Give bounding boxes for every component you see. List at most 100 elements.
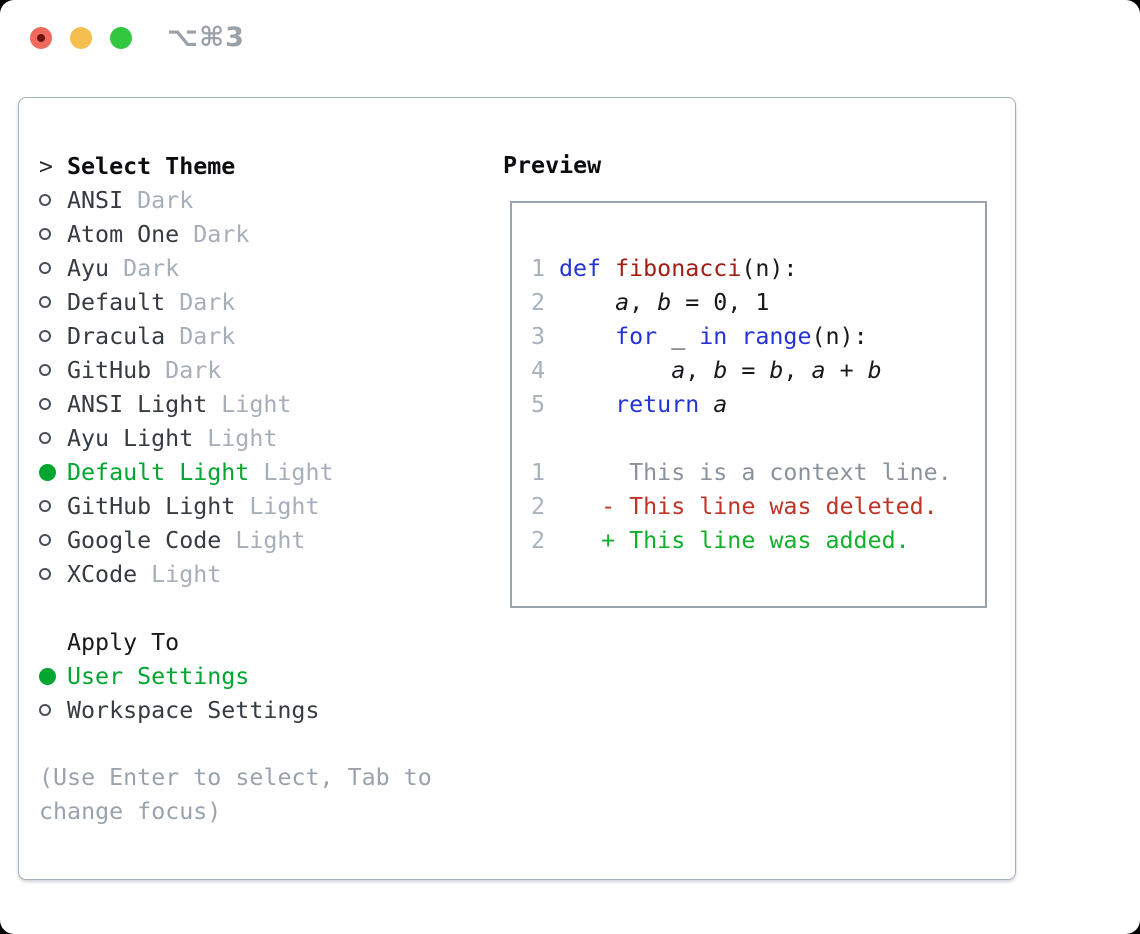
code-token-text: (n): xyxy=(811,323,868,350)
code-token-text xyxy=(559,391,615,418)
apply-option-workspace-settings[interactable]: Workspace Settings xyxy=(39,693,432,727)
code-token-text: (n): xyxy=(741,255,798,282)
code-token-deleted: - This line was deleted. xyxy=(559,493,938,520)
theme-option-atom-one-dark[interactable]: Atom One Dark xyxy=(39,217,432,251)
code-token-variable: a xyxy=(615,289,630,316)
theme-list-title: Select Theme xyxy=(67,152,236,180)
radio-marker xyxy=(39,262,67,274)
theme-variant-label: Light xyxy=(221,526,306,554)
code-token-text xyxy=(727,323,741,350)
line-number: 1 xyxy=(531,255,546,282)
code-token-text: + xyxy=(825,357,868,384)
theme-variant-label: Dark xyxy=(123,186,194,214)
close-button[interactable] xyxy=(30,27,52,49)
theme-option-ayu-dark[interactable]: Ayu Dark xyxy=(39,251,432,285)
radio-marker xyxy=(39,568,67,580)
line-number: 5 xyxy=(531,391,546,418)
code-token-text: , xyxy=(629,289,658,316)
code-token-text xyxy=(559,289,615,316)
minimize-button[interactable] xyxy=(70,27,92,49)
theme-option-xcode-light[interactable]: XCode Light xyxy=(39,557,432,591)
code-token-keyword: range xyxy=(741,323,812,350)
radio-unselected-icon xyxy=(39,704,51,716)
code-blank-line xyxy=(531,422,985,456)
code-token-text xyxy=(559,323,615,350)
code-line: 1 This is a context line. xyxy=(531,456,985,490)
theme-option-label: Dracula xyxy=(67,322,166,350)
theme-option-label: GitHub xyxy=(67,356,152,384)
code-token-context: This is a context line. xyxy=(559,459,952,486)
theme-option-github-light-light[interactable]: GitHub Light Light xyxy=(39,489,432,523)
code-token-variable: a xyxy=(811,357,826,384)
radio-unselected-icon xyxy=(39,534,51,546)
code-line: 2 a, b = 0, 1 xyxy=(531,286,985,320)
radio-unselected-icon xyxy=(39,568,51,580)
apply-to-header: Apply To xyxy=(39,625,432,659)
radio-unselected-icon xyxy=(39,364,51,376)
apply-option-label: User Settings xyxy=(67,662,250,690)
apply-option-user-settings[interactable]: User Settings xyxy=(39,659,432,693)
theme-option-default-dark[interactable]: Default Dark xyxy=(39,285,432,319)
theme-variant-label: Dark xyxy=(165,288,236,316)
code-token-text: = 0, 1 xyxy=(671,289,770,316)
line-number: 2 xyxy=(531,527,546,554)
preview-title: Preview xyxy=(503,152,602,179)
theme-option-label: Default xyxy=(67,288,166,316)
line-number: 1 xyxy=(531,459,546,486)
theme-option-label: Google Code xyxy=(67,526,222,554)
code-line: 4 a, b = b, a + b xyxy=(531,354,985,388)
radio-unselected-icon xyxy=(39,228,51,240)
code-token-text: , xyxy=(783,357,812,384)
code-token-variable: b xyxy=(713,357,728,384)
radio-unselected-icon xyxy=(39,296,51,308)
theme-option-label: GitHub Light xyxy=(67,492,236,520)
theme-option-label: Atom One xyxy=(67,220,180,248)
radio-marker xyxy=(39,667,67,685)
code-token-variable: b xyxy=(769,357,784,384)
code-token-variable: b xyxy=(657,289,672,316)
code-token-variable: a xyxy=(671,357,686,384)
radio-unselected-icon xyxy=(39,262,51,274)
theme-variant-label: Dark xyxy=(179,220,250,248)
code-token-text: = xyxy=(727,357,770,384)
code-token-keyword: in xyxy=(699,323,728,350)
theme-option-dracula-dark[interactable]: Dracula Dark xyxy=(39,319,432,353)
theme-variant-label: Light xyxy=(193,424,278,452)
theme-option-ansi-light-light[interactable]: ANSI Light Light xyxy=(39,387,432,421)
theme-option-github-dark[interactable]: GitHub Dark xyxy=(39,353,432,387)
code-token-keyword: for xyxy=(615,323,658,350)
code-token-text xyxy=(601,255,615,282)
theme-option-ansi-dark[interactable]: ANSI Dark xyxy=(39,183,432,217)
radio-marker xyxy=(39,432,67,444)
radio-unselected-icon xyxy=(39,500,51,512)
radio-marker xyxy=(39,704,67,716)
theme-option-ayu-light-light[interactable]: Ayu Light Light xyxy=(39,421,432,455)
code-token-keyword: return xyxy=(615,391,700,418)
line-number: 3 xyxy=(531,323,546,350)
code-token-variable: b xyxy=(867,357,882,384)
theme-variant-label: Light xyxy=(235,492,320,520)
theme-list-header: > Select Theme xyxy=(39,149,432,183)
radio-unselected-icon xyxy=(39,432,51,444)
theme-variant-label: Light xyxy=(249,458,334,486)
window-title: ⌥⌘3 xyxy=(167,22,245,53)
theme-variant-label: Light xyxy=(137,560,222,588)
theme-option-label: Ayu Light xyxy=(67,424,194,452)
radio-marker xyxy=(39,296,67,308)
theme-option-default-light-light[interactable]: Default Light Light xyxy=(39,455,432,489)
theme-variant-label: Light xyxy=(207,390,292,418)
theme-option-google-code-light[interactable]: Google Code Light xyxy=(39,523,432,557)
code-token-text xyxy=(699,391,713,418)
radio-marker xyxy=(39,534,67,546)
zoom-button[interactable] xyxy=(110,27,132,49)
radio-marker xyxy=(39,398,67,410)
radio-marker xyxy=(39,463,67,481)
theme-option-label: Default Light xyxy=(67,458,250,486)
close-button-dot xyxy=(37,34,45,42)
theme-option-label: ANSI xyxy=(67,186,124,214)
help-hint: (Use Enter to select, Tab to change focu… xyxy=(39,764,432,825)
